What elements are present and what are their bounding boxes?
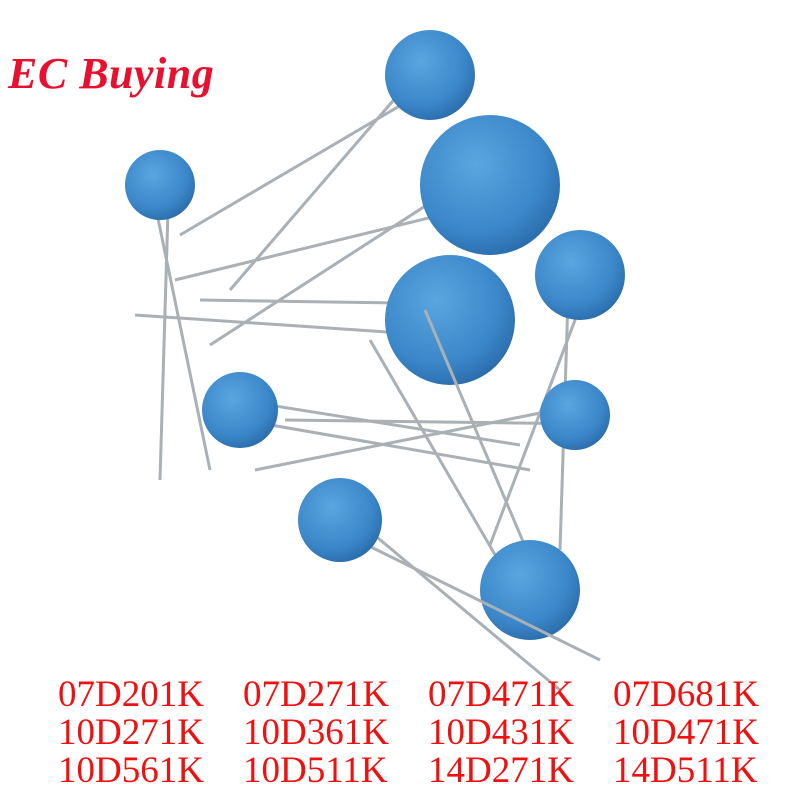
- lead-wire: [179, 83, 437, 237]
- brand-logo: EC Buying: [8, 49, 215, 98]
- model-label: 14D511K: [613, 750, 758, 791]
- varistor-disc: [385, 30, 475, 120]
- model-label: 07D681K: [613, 674, 759, 715]
- model-label: 10D361K: [243, 712, 389, 753]
- lead-wire: [149, 186, 212, 471]
- lead-wire: [240, 399, 521, 447]
- varistor-disc: [202, 372, 278, 448]
- varistor-disc: [540, 380, 610, 450]
- model-label: 07D201K: [58, 674, 204, 715]
- lead-wire: [284, 418, 576, 426]
- model-list: 07D201K 07D271K 07D471K 07D681K 10D271K 10D36…: [58, 676, 798, 790]
- model-label: 10D511K: [243, 750, 388, 791]
- model-label: 14D271K: [428, 750, 574, 791]
- varistor-disc: [385, 255, 515, 385]
- varistor-disc: [125, 150, 195, 220]
- lead-wire: [368, 339, 521, 598]
- model-label: 10D471K: [613, 712, 759, 753]
- varistor-disc: [480, 540, 580, 640]
- varistor-disc: [420, 115, 560, 255]
- lead-wire: [345, 510, 561, 692]
- model-label: 07D471K: [428, 674, 574, 715]
- varistor-disc: [535, 230, 625, 320]
- model-label: 10D431K: [428, 712, 574, 753]
- lead-wire: [228, 66, 423, 291]
- lead-wire: [423, 309, 544, 587]
- lead-wire: [254, 404, 574, 472]
- model-label: 10D561K: [58, 750, 204, 791]
- model-label: 07D271K: [243, 674, 389, 715]
- lead-wire: [158, 184, 171, 481]
- model-label: 10D271K: [58, 712, 204, 753]
- lead-wire: [334, 527, 601, 662]
- varistor-disc: [298, 478, 382, 562]
